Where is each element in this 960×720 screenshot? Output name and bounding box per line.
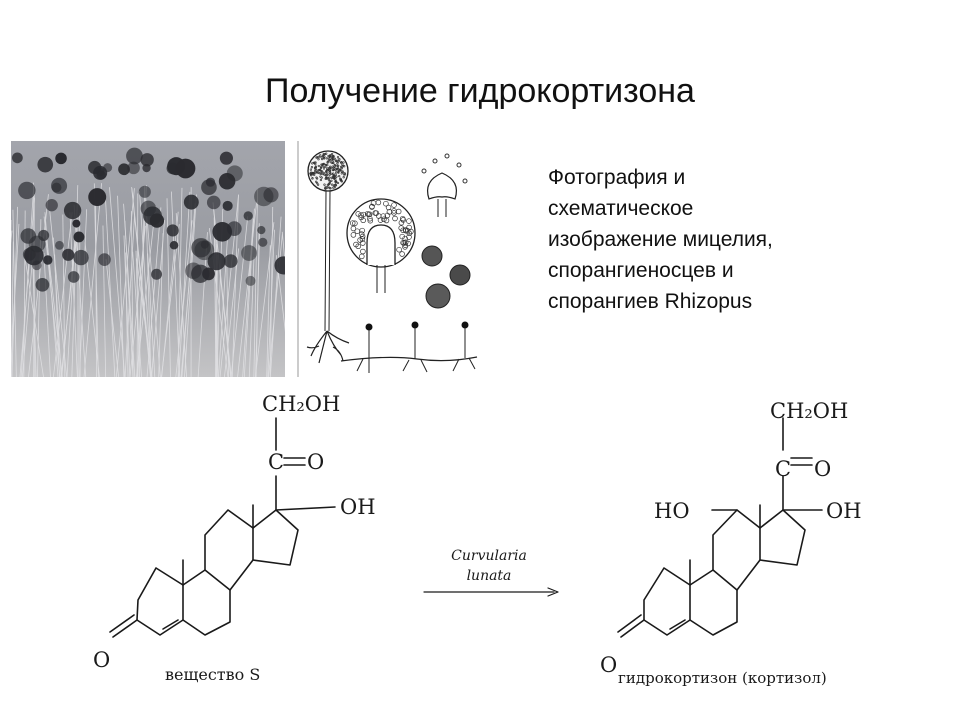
slide-title: Получение гидрокортизона xyxy=(265,72,695,110)
caption-line: спорангиев Rhizopus xyxy=(548,290,753,313)
product-side-chain: CH₂OH xyxy=(770,399,848,423)
reactant-hydroxyl: OH xyxy=(340,495,376,519)
caption-line: изображение мицелия, xyxy=(548,228,773,251)
caption-line: спорангиеносцев и xyxy=(548,259,734,282)
reactant-carbonyl-o: O xyxy=(307,450,324,474)
product-skeleton xyxy=(617,417,823,638)
rhizopus-schematic xyxy=(297,141,481,377)
caption-line: схематическое xyxy=(548,197,694,220)
product-ketone-o: O xyxy=(600,653,617,677)
reactant-label: вещество S xyxy=(165,665,260,684)
reaction-scheme: CH₂OH C O OH O вещество S Curvularia lun… xyxy=(93,392,862,687)
product-hydroxyl: OH xyxy=(826,499,862,523)
reactant-ketone-o: O xyxy=(93,648,110,672)
product-carbonyl-o: O xyxy=(814,457,831,481)
caption-line: Фотография и xyxy=(548,166,686,189)
organism-species: lunata xyxy=(467,568,512,584)
organism-name: Curvularia xyxy=(451,548,527,564)
reactant-skeleton xyxy=(109,417,336,638)
reactant-carbonyl-c: C xyxy=(268,450,284,474)
product-ho-group: HO xyxy=(654,499,690,523)
product-label: гидрокортизон (кортизол) xyxy=(618,669,827,687)
reactant-side-chain: CH₂OH xyxy=(262,392,340,416)
product-carbonyl-c: C xyxy=(775,457,791,481)
rhizopus-photo xyxy=(11,141,285,377)
photo-caption: Фотография и схематическое изображение м… xyxy=(548,162,868,317)
